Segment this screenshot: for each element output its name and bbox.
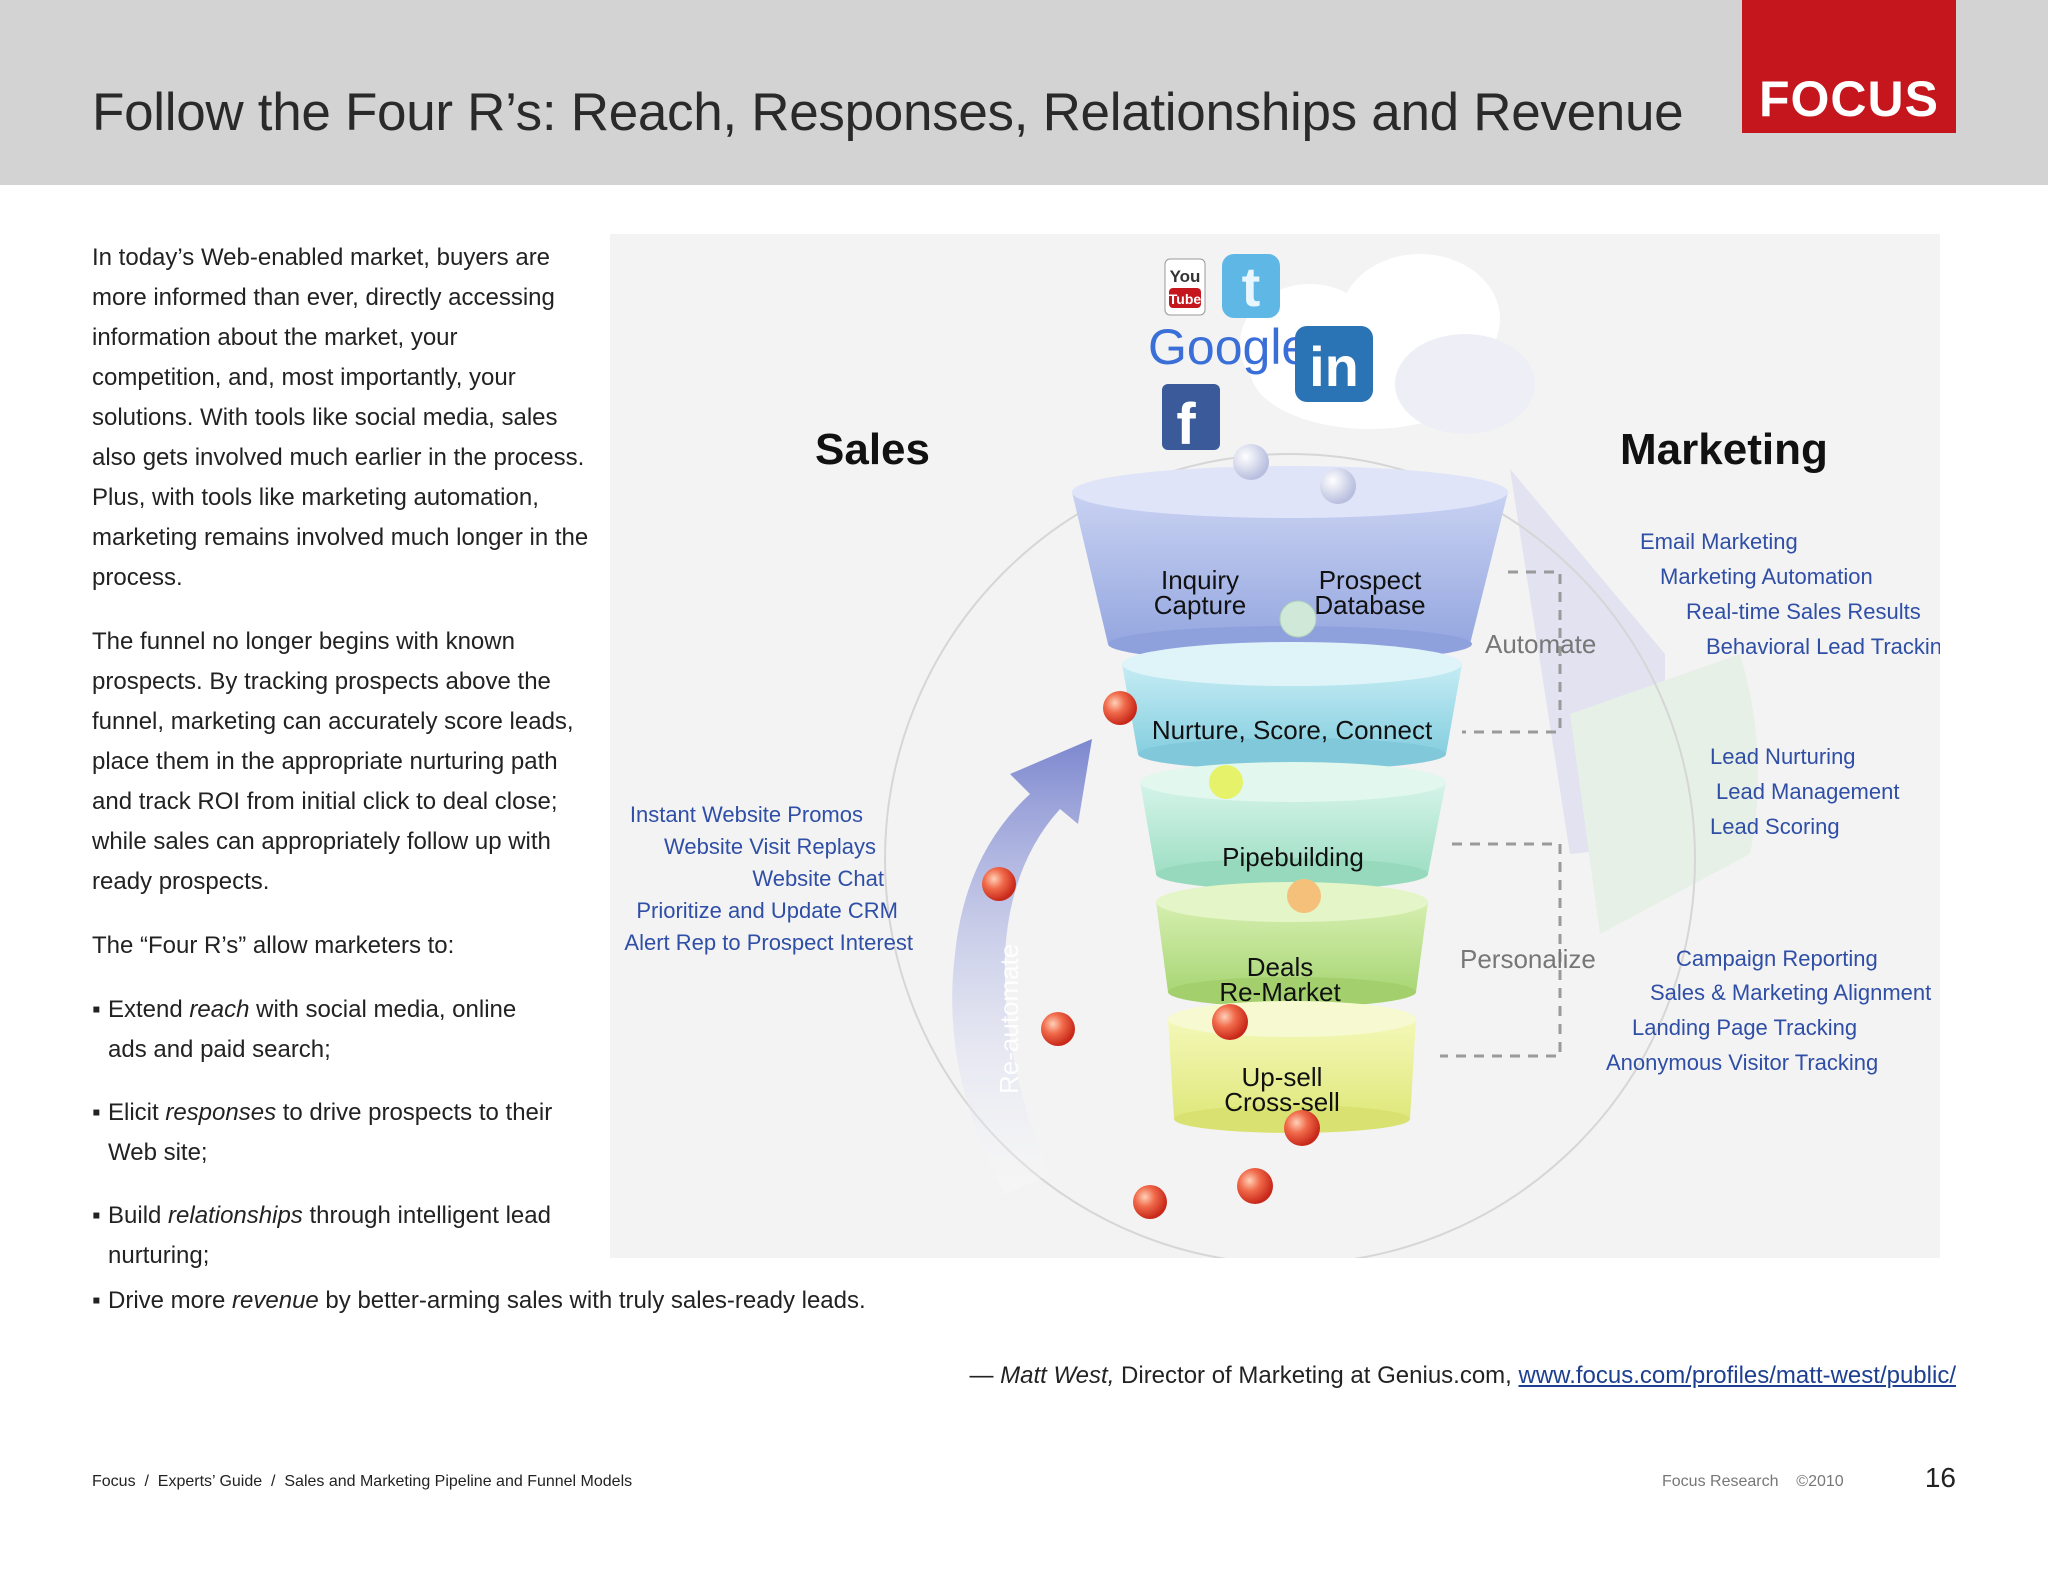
svg-text:Cross-sell: Cross-sell [1224,1087,1340,1117]
personalize-label: Personalize [1460,944,1596,974]
bullet-marker: ▪ [92,1099,101,1126]
lead-balls [982,444,1356,1219]
focus-logo[interactable]: FOCUS [1742,0,1956,133]
header-bar [0,0,2048,185]
sales-item: Prioritize and Update CRM [636,898,898,923]
svg-text:Database: Database [1314,590,1425,620]
logo-text: FOCUS [1759,71,1939,127]
linkedin-icon: in [1295,326,1373,402]
google-icon: Google [1148,319,1309,375]
marketing-item: Marketing Automation [1660,564,1873,589]
marketing-item: Lead Nurturing [1710,744,1856,769]
footer-breadcrumb: Focus / Experts’ Guide / Sales and Marke… [92,1473,633,1490]
marketing-item: Lead Scoring [1710,814,1840,839]
bullet-reach: ▪ Extend reach with social media, online… [92,990,552,1070]
twitter-icon: t [1222,254,1280,318]
intro-paragraph-1: In today’s Web-enabled market, buyers ar… [92,244,589,591]
marketing-items: Email Marketing Marketing Automation Rea… [1606,529,1954,1075]
footer-copyright: Focus Research ©2010 [1662,1473,1844,1490]
svg-text:You: You [1170,267,1201,286]
svg-text:Up-sell: Up-sell [1242,1062,1323,1092]
youtube-icon: You Tube [1164,258,1206,316]
marketing-item: Sales & Marketing Alignment [1650,980,1931,1005]
marketing-item: Behavioral Lead Tracking [1706,634,1940,659]
sales-item: Alert Rep to Prospect Interest [624,930,913,955]
reautomate-arrow [952,739,1092,1194]
page-number: 16 [1924,1462,1956,1493]
funnel-stage-deals: Deals Re-Market [1156,882,1428,1007]
reautomate-label: Re-automate [994,944,1024,1094]
svg-text:Inquiry: Inquiry [1161,565,1239,595]
intro-paragraph-2: The funnel no longer begins with known p… [92,628,574,895]
funnel-stage-pipebuilding: Pipebuilding [1140,762,1446,890]
svg-text:in: in [1309,335,1359,398]
quote-author: Matt West, [1000,1362,1115,1389]
sales-items: Instant Website Promos Website Visit Rep… [624,802,913,955]
marketing-heading: Marketing [1620,425,1828,474]
marketing-item: Lead Management [1716,779,1899,804]
svg-text:Deals: Deals [1247,952,1313,982]
sales-item: Website Visit Replays [664,834,876,859]
bullet-marker: ▪ [92,1202,101,1229]
sales-item: Website Chat [752,866,884,891]
marketing-item: Real-time Sales Results [1686,599,1921,624]
funnel-diagram: Re-automate You Tube t Google in f Sales… [610,234,1954,1265]
marketing-item: Anonymous Visitor Tracking [1606,1050,1878,1075]
automate-label: Automate [1485,629,1596,659]
attribution-quote: — Matt West, Director of Marketing at Ge… [969,1362,1956,1389]
funnel-stage-nurture: Nurture, Score, Connect [1122,642,1462,770]
bullet-marker: ▪ [92,996,101,1023]
svg-text:t: t [1242,255,1261,318]
bullet-relationships: ▪ Build relationships through intelligen… [92,1196,592,1276]
sales-item: Instant Website Promos [630,802,863,827]
svg-text:f: f [1176,392,1196,457]
svg-text:Capture: Capture [1154,590,1247,620]
bullet-responses: ▪ Elicit responses to drive prospects to… [92,1093,572,1173]
bullet-revenue: ▪ Drive more revenue by better-arming sa… [92,1281,1092,1321]
bullet-marker: ▪ [92,1287,101,1314]
marketing-item: Email Marketing [1640,529,1798,554]
svg-text:Pipebuilding: Pipebuilding [1222,842,1364,872]
intro-paragraph-3: The “Four R’s” allow marketers to: [92,932,455,959]
facebook-icon: f [1162,384,1220,457]
page-title: Follow the Four R’s: Reach, Responses, R… [92,83,1684,142]
marketing-item: Landing Page Tracking [1632,1015,1857,1040]
svg-text:Prospect: Prospect [1319,565,1422,595]
sales-heading: Sales [815,425,930,474]
marketing-item: Campaign Reporting [1676,946,1878,971]
automate-bracket [1440,570,1562,1058]
svg-text:Nurture, Score, Connect: Nurture, Score, Connect [1152,715,1433,745]
profile-link[interactable]: www.focus.com/profiles/matt-west/public/ [1518,1362,1956,1389]
marketing-wedge-green [1570,654,1758,934]
svg-text:Tube: Tube [1169,291,1202,307]
